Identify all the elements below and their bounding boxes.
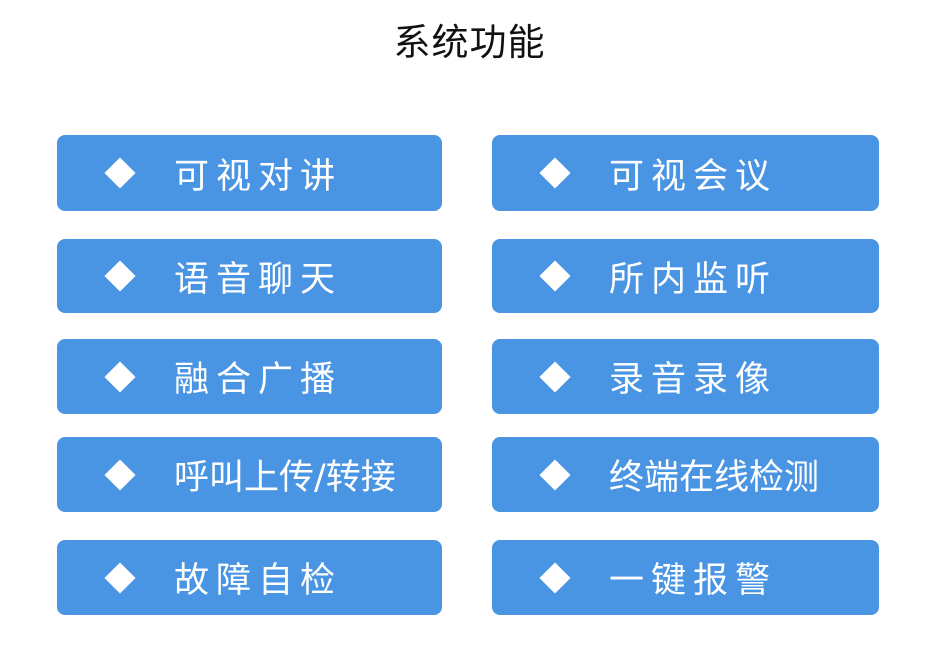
feature-card-terminal-online-detection: 终端在线检测 [492,437,879,512]
feature-label: 录音录像 [609,360,778,400]
diamond-icon [539,157,571,189]
diamond-icon [104,360,136,393]
feature-card-call-upload-transfer: 呼叫上传/转接 [57,437,442,512]
feature-label: 融合广播 [174,360,343,400]
feature-card-video-conference: 可视会议 [492,135,879,211]
feature-label: 终端在线检测 [609,458,820,498]
page-title: 系统功能 [393,21,546,64]
feature-card-audio-video-recording: 录音录像 [492,339,879,414]
diamond-icon [104,458,136,491]
feature-label: 可视对讲 [174,156,343,197]
diamond-icon [539,260,571,292]
diamond-icon [539,458,571,491]
feature-card-fault-self-check: 故障自检 [57,540,442,615]
feature-card-converged-broadcast: 融合广播 [57,339,442,414]
feature-label: 呼叫上传/转接 [174,458,396,498]
feature-label: 可视会议 [609,156,778,197]
diamond-icon [104,157,136,189]
diamond-icon [539,561,571,594]
diamond-icon [539,360,571,393]
feature-card-video-intercom: 可视对讲 [57,135,442,211]
feature-label: 语音聊天 [174,259,343,300]
feature-card-voice-chat: 语音聊天 [57,239,442,313]
feature-label: 故障自检 [174,561,343,601]
feature-label: 一键报警 [609,561,778,601]
diamond-icon [104,561,136,594]
feature-label: 所内监听 [609,259,778,300]
feature-card-in-house-monitoring: 所内监听 [492,239,879,313]
feature-card-one-key-alarm: 一键报警 [492,540,879,615]
diamond-icon [104,260,136,292]
